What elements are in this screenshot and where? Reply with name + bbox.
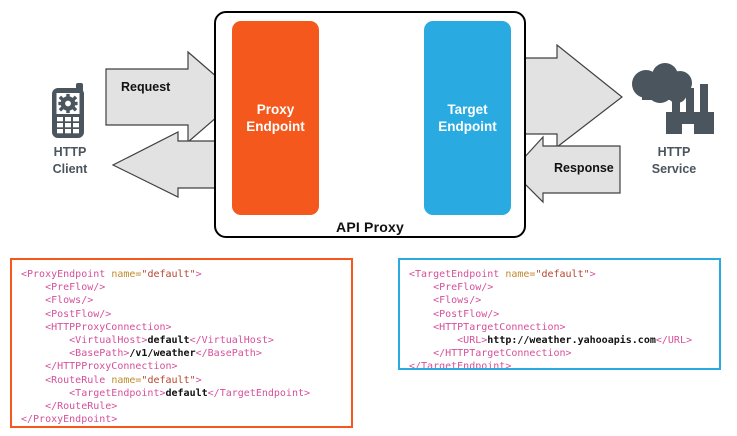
target-endpoint-box[interactable]: Target Endpoint xyxy=(424,21,511,215)
code-token: </VirtualHost> xyxy=(189,335,274,347)
code-line: <TargetEndpoint name="default"> xyxy=(409,268,710,281)
http-service-label-line1: HTTP xyxy=(657,145,691,159)
code-token: "default" xyxy=(141,269,196,280)
code-token: <Flows/> xyxy=(409,295,482,307)
code-token: <TargetEndpoint> xyxy=(21,387,166,399)
code-line: <ProxyEndpoint name="default"> xyxy=(21,268,342,281)
target-endpoint-xml-block: <TargetEndpoint name="default"> <PreFlow… xyxy=(398,258,721,370)
code-token: <PostFlow/> xyxy=(409,308,500,320)
code-token: "default" xyxy=(535,269,590,280)
code-line: <HTTPTargetConnection> xyxy=(409,321,710,334)
code-line: </HTTPProxyConnection> xyxy=(21,360,342,373)
code-line: <PostFlow/> xyxy=(409,308,710,321)
code-line: <BasePath>/v1/weather</BasePath> xyxy=(21,347,342,360)
cloud-shape xyxy=(632,63,692,103)
code-line: </HTTPTargetConnection> xyxy=(409,347,710,360)
code-token: "default" xyxy=(141,374,196,386)
code-line: <PostFlow/> xyxy=(21,308,342,321)
code-line: <URL>http://weather.yahooapis.com</URL> xyxy=(409,334,710,347)
code-line: </ProxyEndpoint> xyxy=(21,413,342,426)
http-client-label-line2: Client xyxy=(52,161,88,176)
api-proxy-label: API Proxy xyxy=(336,219,404,235)
code-line: <RouteRule name="default"> xyxy=(21,374,342,387)
code-line: </RouteRule> xyxy=(21,400,342,413)
code-token: http://weather.yahooapis.com xyxy=(487,335,656,347)
code-line: <VirtualHost>default</VirtualHost> xyxy=(21,334,342,347)
code-line: <TargetEndpoint>default</TargetEndpoint> xyxy=(21,387,342,400)
code-token: <PreFlow/> xyxy=(21,282,106,294)
code-token: <URL> xyxy=(409,335,488,347)
http-service-label: HTTP Service xyxy=(630,144,718,177)
code-token: </ProxyEndpoint> xyxy=(21,414,118,426)
code-token: </TargetEndpoint> xyxy=(409,361,512,370)
factory-shape xyxy=(666,84,714,135)
code-token: default xyxy=(147,335,190,347)
code-token: <Flows/> xyxy=(21,295,94,307)
http-service-label-line2: Service xyxy=(651,161,697,176)
proxy-endpoint-label-line2: Endpoint xyxy=(246,119,305,134)
arrow-service-response xyxy=(511,135,621,204)
code-token: /v1/weather xyxy=(129,348,196,360)
code-token: default xyxy=(165,387,208,399)
code-token: name= xyxy=(505,269,536,280)
arrow-response-label: Response xyxy=(554,161,614,175)
proxy-endpoint-box[interactable]: Proxy Endpoint xyxy=(232,21,319,215)
http-client-label-line1: HTTP xyxy=(53,145,87,159)
code-token: <VirtualHost> xyxy=(21,335,148,347)
code-token: <RouteRule xyxy=(21,374,112,386)
code-token: </HTTPTargetConnection> xyxy=(409,348,572,360)
target-endpoint-label-line2: Endpoint xyxy=(438,119,497,134)
code-token: </URL> xyxy=(655,335,692,347)
code-token: </BasePath> xyxy=(195,348,262,360)
code-line: <Flows/> xyxy=(409,294,710,307)
code-line: <HTTPProxyConnection> xyxy=(21,321,342,334)
arrow-request-label: Request xyxy=(121,80,171,94)
proxy-endpoint-label-line1: Proxy xyxy=(256,101,295,117)
code-token: <PostFlow/> xyxy=(21,308,112,320)
code-line: <PreFlow/> xyxy=(21,281,342,294)
code-token: </RouteRule> xyxy=(21,401,118,413)
code-token: <ProxyEndpoint xyxy=(21,269,112,280)
code-token: > xyxy=(589,269,596,280)
proxy-endpoint-xml-block: <ProxyEndpoint name="default"> <PreFlow/… xyxy=(10,258,353,428)
code-token: <HTTPTargetConnection> xyxy=(409,321,566,333)
http-service-icon xyxy=(620,62,728,142)
code-line: </TargetEndpoint> xyxy=(409,360,710,370)
code-token: </TargetEndpoint> xyxy=(207,387,311,399)
code-line: <Flows/> xyxy=(21,294,342,307)
code-line: <PreFlow/> xyxy=(409,281,710,294)
code-token: <HTTPProxyConnection> xyxy=(21,321,172,333)
code-token: name= xyxy=(111,269,142,280)
code-token: > xyxy=(195,374,202,386)
code-token: <BasePath> xyxy=(21,348,130,360)
code-token: name= xyxy=(111,374,142,386)
code-token: <PreFlow/> xyxy=(409,282,494,294)
target-endpoint-label-line1: Target xyxy=(447,101,488,117)
code-token: <TargetEndpoint xyxy=(409,269,506,280)
http-client-label: HTTP Client xyxy=(26,144,114,177)
code-token: > xyxy=(195,269,202,280)
code-token: </HTTPProxyConnection> xyxy=(21,361,178,373)
http-client-icon xyxy=(46,83,94,141)
